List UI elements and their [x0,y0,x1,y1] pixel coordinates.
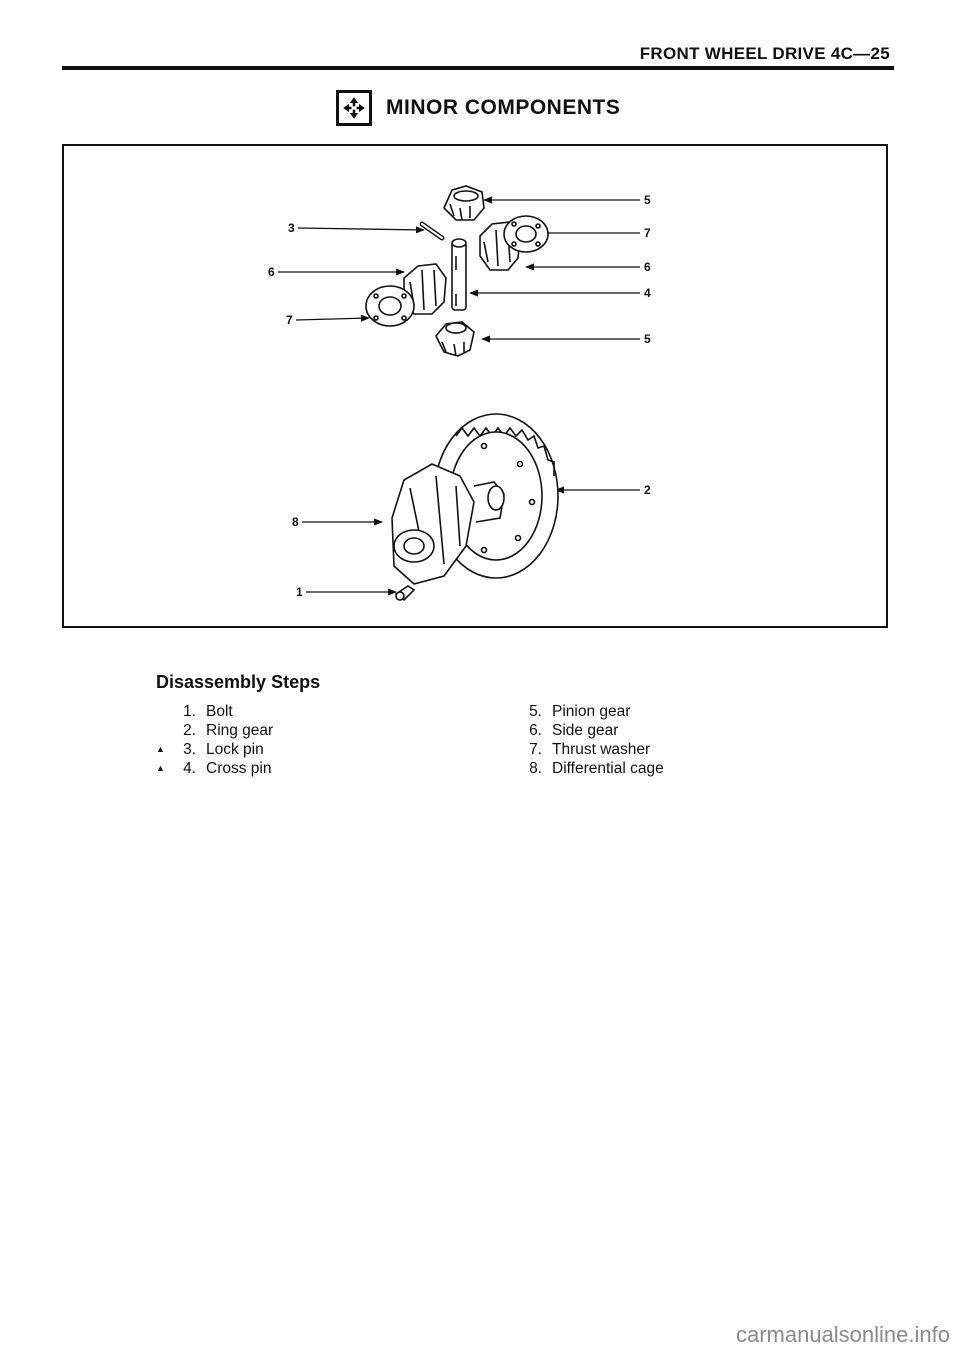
step-number: 2. [183,722,196,739]
important-step-icon [156,721,172,740]
callout-4: 4 [644,286,651,300]
list-item: 1. Bolt [156,702,273,721]
callout-6-left: 6 [268,265,275,279]
callout-8: 8 [292,515,299,529]
list-item: 2. Ring gear [156,721,273,740]
differential-exploded-diagram: 3 6 7 8 1 5 7 6 4 5 2 [268,185,651,602]
step-text: Bolt [206,703,233,720]
list-item: ▲ 3. Lock pin [156,740,273,759]
steps-list-right: 5. Pinion gear 6. Side gear 7. Thrust wa… [526,702,664,778]
section-title: MINOR COMPONENTS [386,96,621,119]
list-item: 6. Side gear [526,721,664,740]
leader-lines [278,196,640,596]
list-item: 5. Pinion gear [526,702,664,721]
disassembly-arrows-icon [336,90,372,126]
callout-6-right: 6 [644,260,651,274]
page-header-title: FRONT WHEEL DRIVE 4C—25 [639,44,890,63]
step-text: Thrust washer [552,741,651,758]
step-text: Lock pin [206,741,264,758]
step-text: Side gear [552,722,619,739]
list-item: ▲ 4. Cross pin [156,759,273,778]
callout-1: 1 [296,585,303,599]
step-text: Pinion gear [552,703,631,720]
callout-7-left: 7 [286,313,293,327]
callout-5-bottom: 5 [644,332,651,346]
callout-2: 2 [644,483,651,497]
callout-3: 3 [288,221,295,235]
important-step-icon [156,702,172,721]
step-number: 7. [529,741,542,758]
differential-assembly [391,413,559,602]
header-rule [62,66,894,70]
steps-list-left: 1. Bolt 2. Ring gear ▲ 3. Lock pin ▲ 4. … [156,702,273,778]
callout-7-right: 7 [644,226,651,240]
step-number: 4. [183,760,196,777]
step-text: Differential cage [552,760,664,777]
exploded-parts [365,185,549,357]
callout-5-top: 5 [644,193,651,207]
step-number: 8. [529,760,542,777]
step-text: Cross pin [206,760,272,777]
important-step-icon: ▲ [156,744,165,754]
watermark: carmanualsonline.info [735,1322,950,1347]
exploded-diagram-frame: 3 6 7 8 1 5 7 6 4 5 2 [62,144,888,628]
step-number: 3. [183,741,196,758]
important-step-icon: ▲ [156,763,165,773]
step-number: 5. [529,703,542,720]
step-number: 1. [183,703,196,720]
step-text: Ring gear [206,722,274,739]
section-heading: MINOR COMPONENTS [336,90,620,126]
list-item: 7. Thrust washer [526,740,664,759]
disassembly-steps-heading: Disassembly Steps [156,672,321,692]
step-number: 6. [529,722,542,739]
list-item: 8. Differential cage [526,759,664,778]
